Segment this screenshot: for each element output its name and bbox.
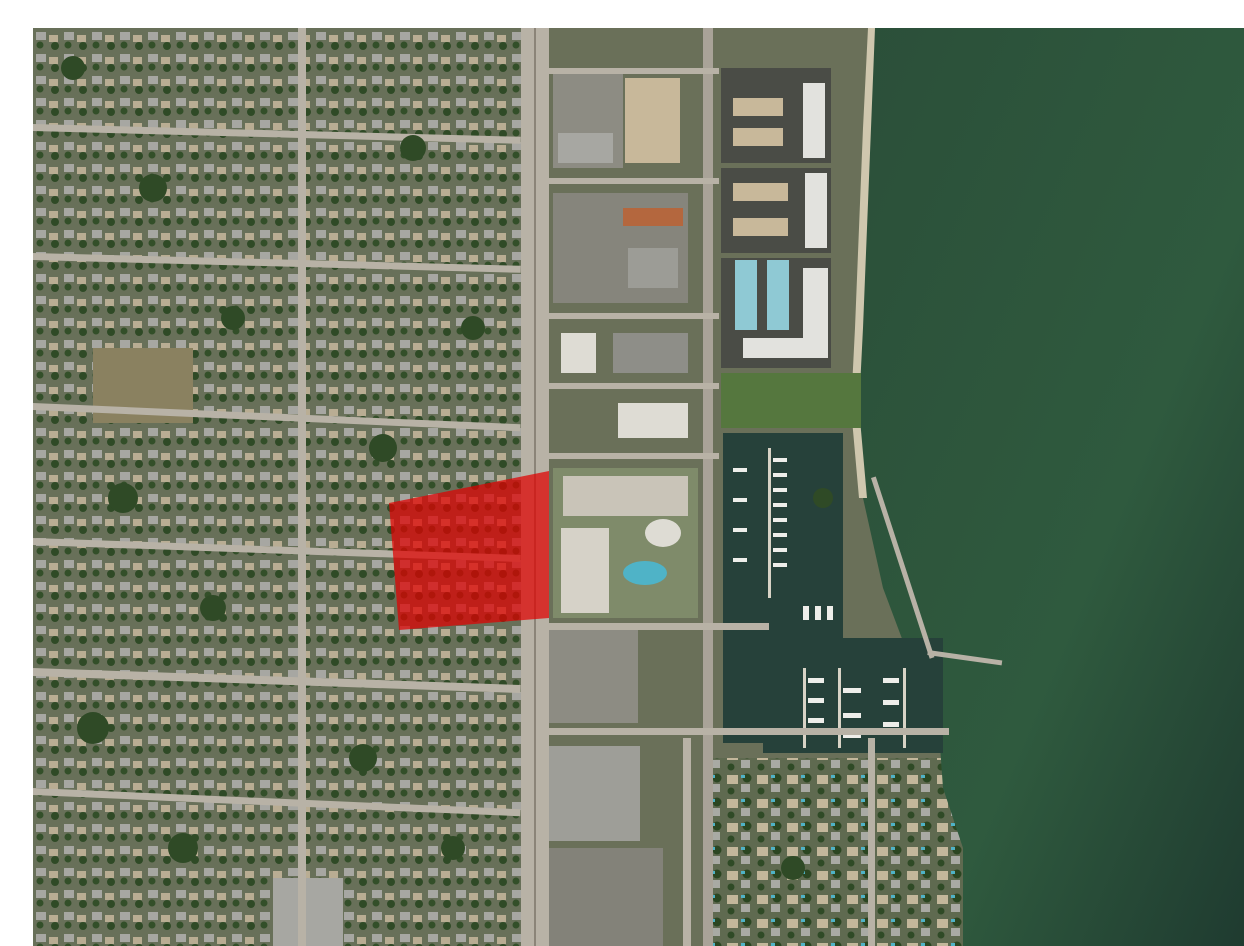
street-east-3 bbox=[549, 313, 719, 319]
aerial-map-canvas bbox=[33, 28, 1244, 946]
building-white-mid bbox=[561, 333, 596, 373]
marina-seawall bbox=[871, 476, 935, 659]
marina-pier-2 bbox=[803, 668, 806, 748]
marina-pier-3 bbox=[838, 668, 841, 748]
street-west-7 bbox=[33, 788, 521, 817]
waterfront-lawn bbox=[721, 373, 861, 428]
boats bbox=[733, 458, 899, 738]
big-box-store bbox=[545, 746, 640, 841]
street-east-6 bbox=[549, 623, 769, 630]
building-gray-southwest bbox=[273, 878, 343, 946]
aerial-map bbox=[33, 28, 1244, 946]
building-gray-north bbox=[558, 133, 613, 163]
condo-building-2 bbox=[733, 128, 783, 146]
bay-water bbox=[855, 28, 1244, 946]
street-southeast bbox=[683, 738, 691, 946]
parking-lot-big-box bbox=[533, 848, 663, 946]
building-gray-mid2 bbox=[613, 333, 688, 373]
condo-tower-2 bbox=[805, 173, 827, 248]
street-east-1 bbox=[549, 68, 719, 74]
parking-lot-south bbox=[548, 628, 638, 723]
street-west-4 bbox=[33, 403, 521, 432]
condo-building-3 bbox=[733, 183, 788, 201]
marina-pier-1 bbox=[768, 448, 771, 598]
marina-jetty bbox=[927, 650, 1003, 666]
marina-pier-4 bbox=[903, 668, 906, 748]
street-west-2 bbox=[33, 124, 521, 144]
condo-building-4 bbox=[733, 218, 788, 236]
condo-tower-1 bbox=[803, 83, 825, 158]
building-gray-mid bbox=[628, 248, 678, 288]
street-west-1 bbox=[298, 28, 306, 946]
street-east-5 bbox=[549, 453, 719, 459]
condo-building-5 bbox=[735, 260, 757, 330]
resort-pool bbox=[623, 561, 667, 585]
street-west-3 bbox=[33, 252, 521, 273]
condo-building-1 bbox=[733, 98, 783, 116]
building-tan-north bbox=[625, 78, 680, 163]
resort-tower bbox=[561, 528, 609, 613]
condo-low-building bbox=[743, 338, 813, 358]
resort-building-north bbox=[563, 476, 688, 516]
residential-area-southeast bbox=[703, 758, 963, 946]
street-east-2 bbox=[549, 178, 719, 184]
street-west-6 bbox=[33, 668, 521, 694]
condo-building-6 bbox=[767, 260, 789, 330]
building-white-south bbox=[618, 403, 688, 438]
street-east-4 bbox=[549, 383, 719, 389]
street-southeast-2 bbox=[868, 738, 875, 946]
building-terracotta bbox=[623, 208, 683, 226]
resort-plaza bbox=[645, 519, 681, 547]
tree-canopy bbox=[61, 56, 833, 880]
frontage-road bbox=[703, 28, 713, 946]
highlighted-area bbox=[389, 471, 549, 630]
street-east-7 bbox=[549, 728, 949, 735]
